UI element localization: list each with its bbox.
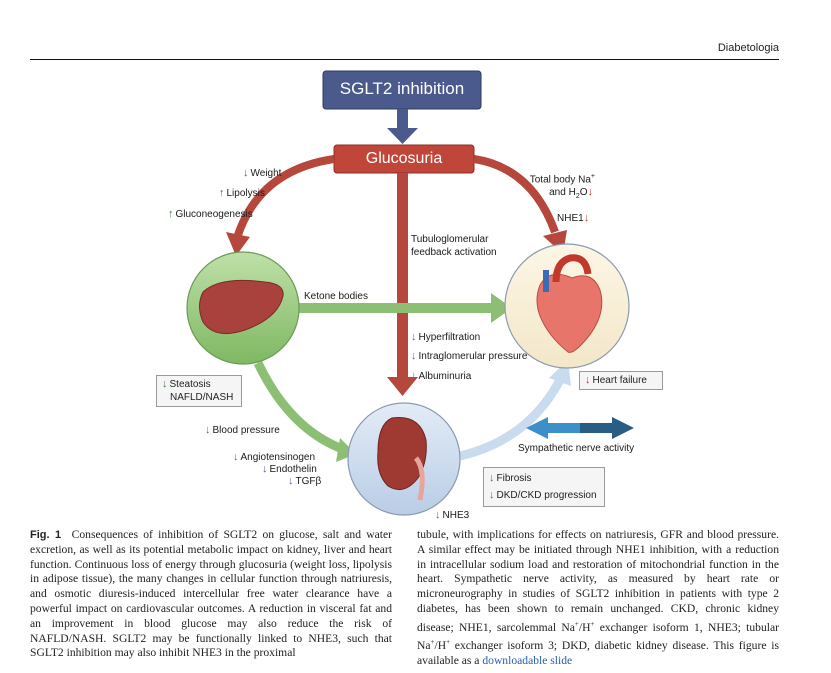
effect-endothelin: ↓Endothelin [262,463,317,475]
effect-lipolysis: ↑Lipolysis [219,187,265,199]
arrowhead-liver [226,232,250,256]
down-arrow-icon: ↓ [489,489,495,501]
sympathetic-arrow-right [580,417,634,439]
effect-angiotensinogen: ↓Angiotensinogen [233,451,316,463]
effect-sodium: Total body Na+ and H2O↓ [529,173,595,201]
down-arrow-icon: ↓ [583,212,590,224]
down-arrow-icon: ↓ [411,370,417,382]
kidney-heart-arrow [458,377,564,461]
kidney-illustration [377,416,427,491]
fibrosis-box: ↓Fibrosis ↓DKD/CKD progression [483,467,605,507]
arrow-to-kidney [397,173,408,379]
down-arrow-icon: ↓ [205,424,211,436]
up-arrow-icon: ↑ [168,208,174,220]
down-arrow-icon: ↓ [587,186,594,199]
arrow-to-liver [234,155,335,237]
effect-tgfb: ↓TGFβ [288,475,322,487]
down-arrow-icon: ↓ [262,463,268,475]
arrowhead-kidney [387,377,418,396]
heart-illustration [536,273,603,353]
ketone-label: Ketone bodies [304,291,368,302]
effect-intraglomerular: ↓Intraglomerular pressure [411,350,528,362]
caption-left: Fig. 1 Consequences of inhibition of SGL… [30,528,392,661]
effect-gluconeogenesis: ↑Gluconeogenesis [168,208,253,220]
steatosis-box: ↓Steatosis NAFLD/NASH [156,375,242,407]
caption-left-text: Consequences of inhibition of SGLT2 on g… [30,528,393,660]
effect-weight: ↓Weight [243,167,282,179]
effect-hyperfiltration: ↓Hyperfiltration [411,331,481,343]
down-arrow-icon: ↓ [411,350,417,362]
sglt2-arrow-shaft [397,109,408,131]
journal-name: Diabetologia [717,42,779,54]
down-arrow-icon: ↓ [411,331,417,343]
down-arrow-icon: ↓ [233,451,239,463]
sglt2-arrowhead [387,128,418,144]
figure-diagram [186,70,634,516]
sympathetic-label: Sympathetic nerve activity [518,443,635,454]
glucosuria-title: Glucosuria [365,150,443,167]
down-arrow-icon: ↓ [162,378,168,390]
aorta-illustration [552,254,592,283]
header-rule [30,59,779,60]
heart-failure-box: ↓Heart failure [579,371,663,390]
ketone-arrowhead [491,293,512,323]
effect-albuminuria: ↓Albuminuria [411,370,472,382]
ureter-illustration [413,456,425,501]
down-arrow-icon: ↓ [489,472,495,484]
ketone-arrow [296,303,493,313]
sympathetic-arrow-left [526,417,580,439]
effect-blood-pressure: ↓Blood pressure [205,424,280,436]
liver-illustration [199,279,284,335]
liver-kidney-arrow [253,361,347,455]
effect-nhe3: ↓NHE3 [435,509,470,521]
figure-label: Fig. 1 [30,529,62,541]
downloadable-slide-link[interactable]: downloadable slide [482,654,573,668]
sglt2-title: SGLT2 inhibition [339,79,465,98]
down-arrow-icon: ↓ [288,475,294,487]
up-arrow-icon: ↑ [219,187,225,199]
effect-nhe1: NHE1↓ [557,212,590,224]
down-arrow-icon: ↓ [585,374,591,386]
down-arrow-icon: ↓ [243,167,249,179]
caption-right: tubule, with implications for effects on… [417,528,779,668]
tubulo-label-2: feedback activation [411,247,497,258]
tubulo-label-1: Tubuloglomerular [411,234,489,245]
arrow-to-heart [473,155,559,234]
down-arrow-icon: ↓ [435,509,441,521]
